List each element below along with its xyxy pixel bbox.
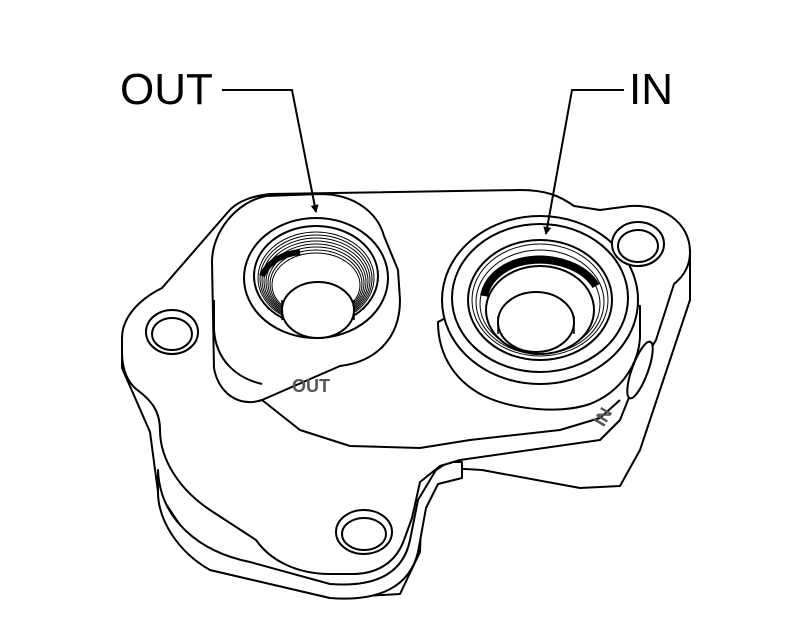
leader-in [543, 89, 624, 235]
in-port [441, 215, 639, 385]
mounting-hole-top-right [611, 221, 665, 267]
mounting-hole-bottom [335, 509, 393, 555]
ledge-edge [261, 399, 621, 449]
out-port [243, 217, 389, 339]
leader-lines [222, 89, 624, 235]
out-boss-rim [213, 300, 263, 385]
mounting-holes [145, 221, 665, 555]
engraved-out-text: OUT [292, 376, 330, 396]
callout-label-out: OUT [120, 65, 213, 114]
side-slot [626, 340, 654, 400]
callout-label-in: IN [629, 65, 673, 114]
mounting-hole-left [145, 309, 199, 355]
leader-out [222, 89, 319, 213]
